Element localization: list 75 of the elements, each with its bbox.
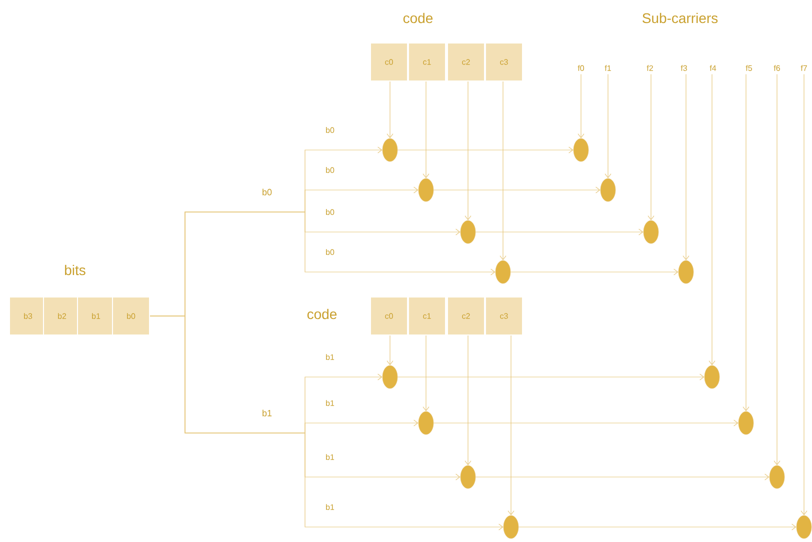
- edge-label: b1: [324, 353, 336, 361]
- multiplier-circle: [495, 260, 511, 284]
- branch-label: b1: [261, 408, 273, 418]
- register-cell: b3: [9, 296, 47, 336]
- arrow: [386, 335, 394, 366]
- subcarrier-label: f3: [680, 65, 687, 71]
- arrow: [682, 74, 690, 260]
- multiplier-circle: [769, 465, 785, 489]
- subcarrier-label: f1: [604, 65, 611, 71]
- multiplier-circle: [738, 411, 754, 435]
- multiplier-circle: [382, 365, 398, 389]
- register-cell: c3: [485, 296, 523, 336]
- arrow: [604, 74, 612, 178]
- arrow: [648, 74, 654, 220]
- arrow: [500, 81, 506, 260]
- multiplier-circle: [796, 515, 812, 539]
- arrow: [433, 186, 600, 194]
- arrow: [510, 268, 678, 276]
- arrow: [742, 74, 750, 412]
- edge-label: b1: [324, 503, 336, 511]
- multiplier-circle: [418, 178, 434, 202]
- subcarrier-label: f4: [710, 65, 716, 71]
- register-cell: c2: [447, 296, 485, 336]
- register-cell: b2: [43, 296, 81, 336]
- edge-label: b1: [324, 399, 336, 407]
- arrow: [708, 74, 716, 366]
- heading: bits: [63, 264, 87, 276]
- heading: Sub-carriers: [640, 12, 720, 24]
- heading: code: [402, 12, 434, 24]
- arrow: [464, 335, 472, 466]
- register-cell: c0: [370, 296, 408, 336]
- subcarrier-label: f0: [578, 65, 584, 71]
- heading: code: [306, 308, 338, 320]
- register-cell: b0: [112, 296, 150, 336]
- arrow: [508, 335, 514, 516]
- edge-label: b1: [324, 453, 336, 461]
- register-cell: c1: [408, 42, 446, 82]
- multiplier-circle: [460, 465, 476, 489]
- multiplier-circle: [418, 411, 434, 435]
- arrow: [475, 228, 644, 236]
- arrow: [422, 335, 430, 412]
- arrow: [475, 474, 770, 480]
- multiplier-circle: [704, 365, 720, 389]
- arrow: [464, 81, 472, 220]
- subcarrier-label: f6: [774, 65, 780, 71]
- arrow: [518, 524, 796, 530]
- arrow: [150, 316, 504, 530]
- edge-label: b0: [324, 126, 336, 134]
- arrow: [578, 74, 584, 138]
- register-cell: c1: [408, 296, 446, 336]
- edge-label: b0: [324, 166, 336, 174]
- arrow: [433, 420, 738, 426]
- register-cell: c3: [485, 42, 523, 82]
- arrow: [386, 81, 394, 138]
- multiplier-circle: [460, 220, 476, 244]
- edge-label: b0: [324, 208, 336, 216]
- register-cell: c0: [370, 42, 408, 82]
- multiplier-circle: [643, 220, 659, 244]
- edge-label: b0: [324, 248, 336, 256]
- multiplier-circle: [503, 515, 519, 539]
- multiplier-circle: [600, 178, 616, 202]
- arrow: [422, 81, 430, 178]
- register-cell: b1: [77, 296, 115, 336]
- branch-label: b0: [261, 188, 273, 196]
- arrow: [800, 74, 808, 516]
- arrow: [397, 146, 574, 154]
- subcarrier-label: f5: [746, 65, 752, 71]
- multiplier-circle: [678, 260, 694, 284]
- subcarrier-label: f2: [646, 65, 653, 71]
- arrow: [397, 374, 704, 380]
- subcarrier-label: f7: [800, 65, 807, 71]
- multiplier-circle: [382, 138, 398, 162]
- arrow: [774, 74, 780, 466]
- register-cell: c2: [447, 42, 485, 82]
- multiplier-circle: [573, 138, 589, 162]
